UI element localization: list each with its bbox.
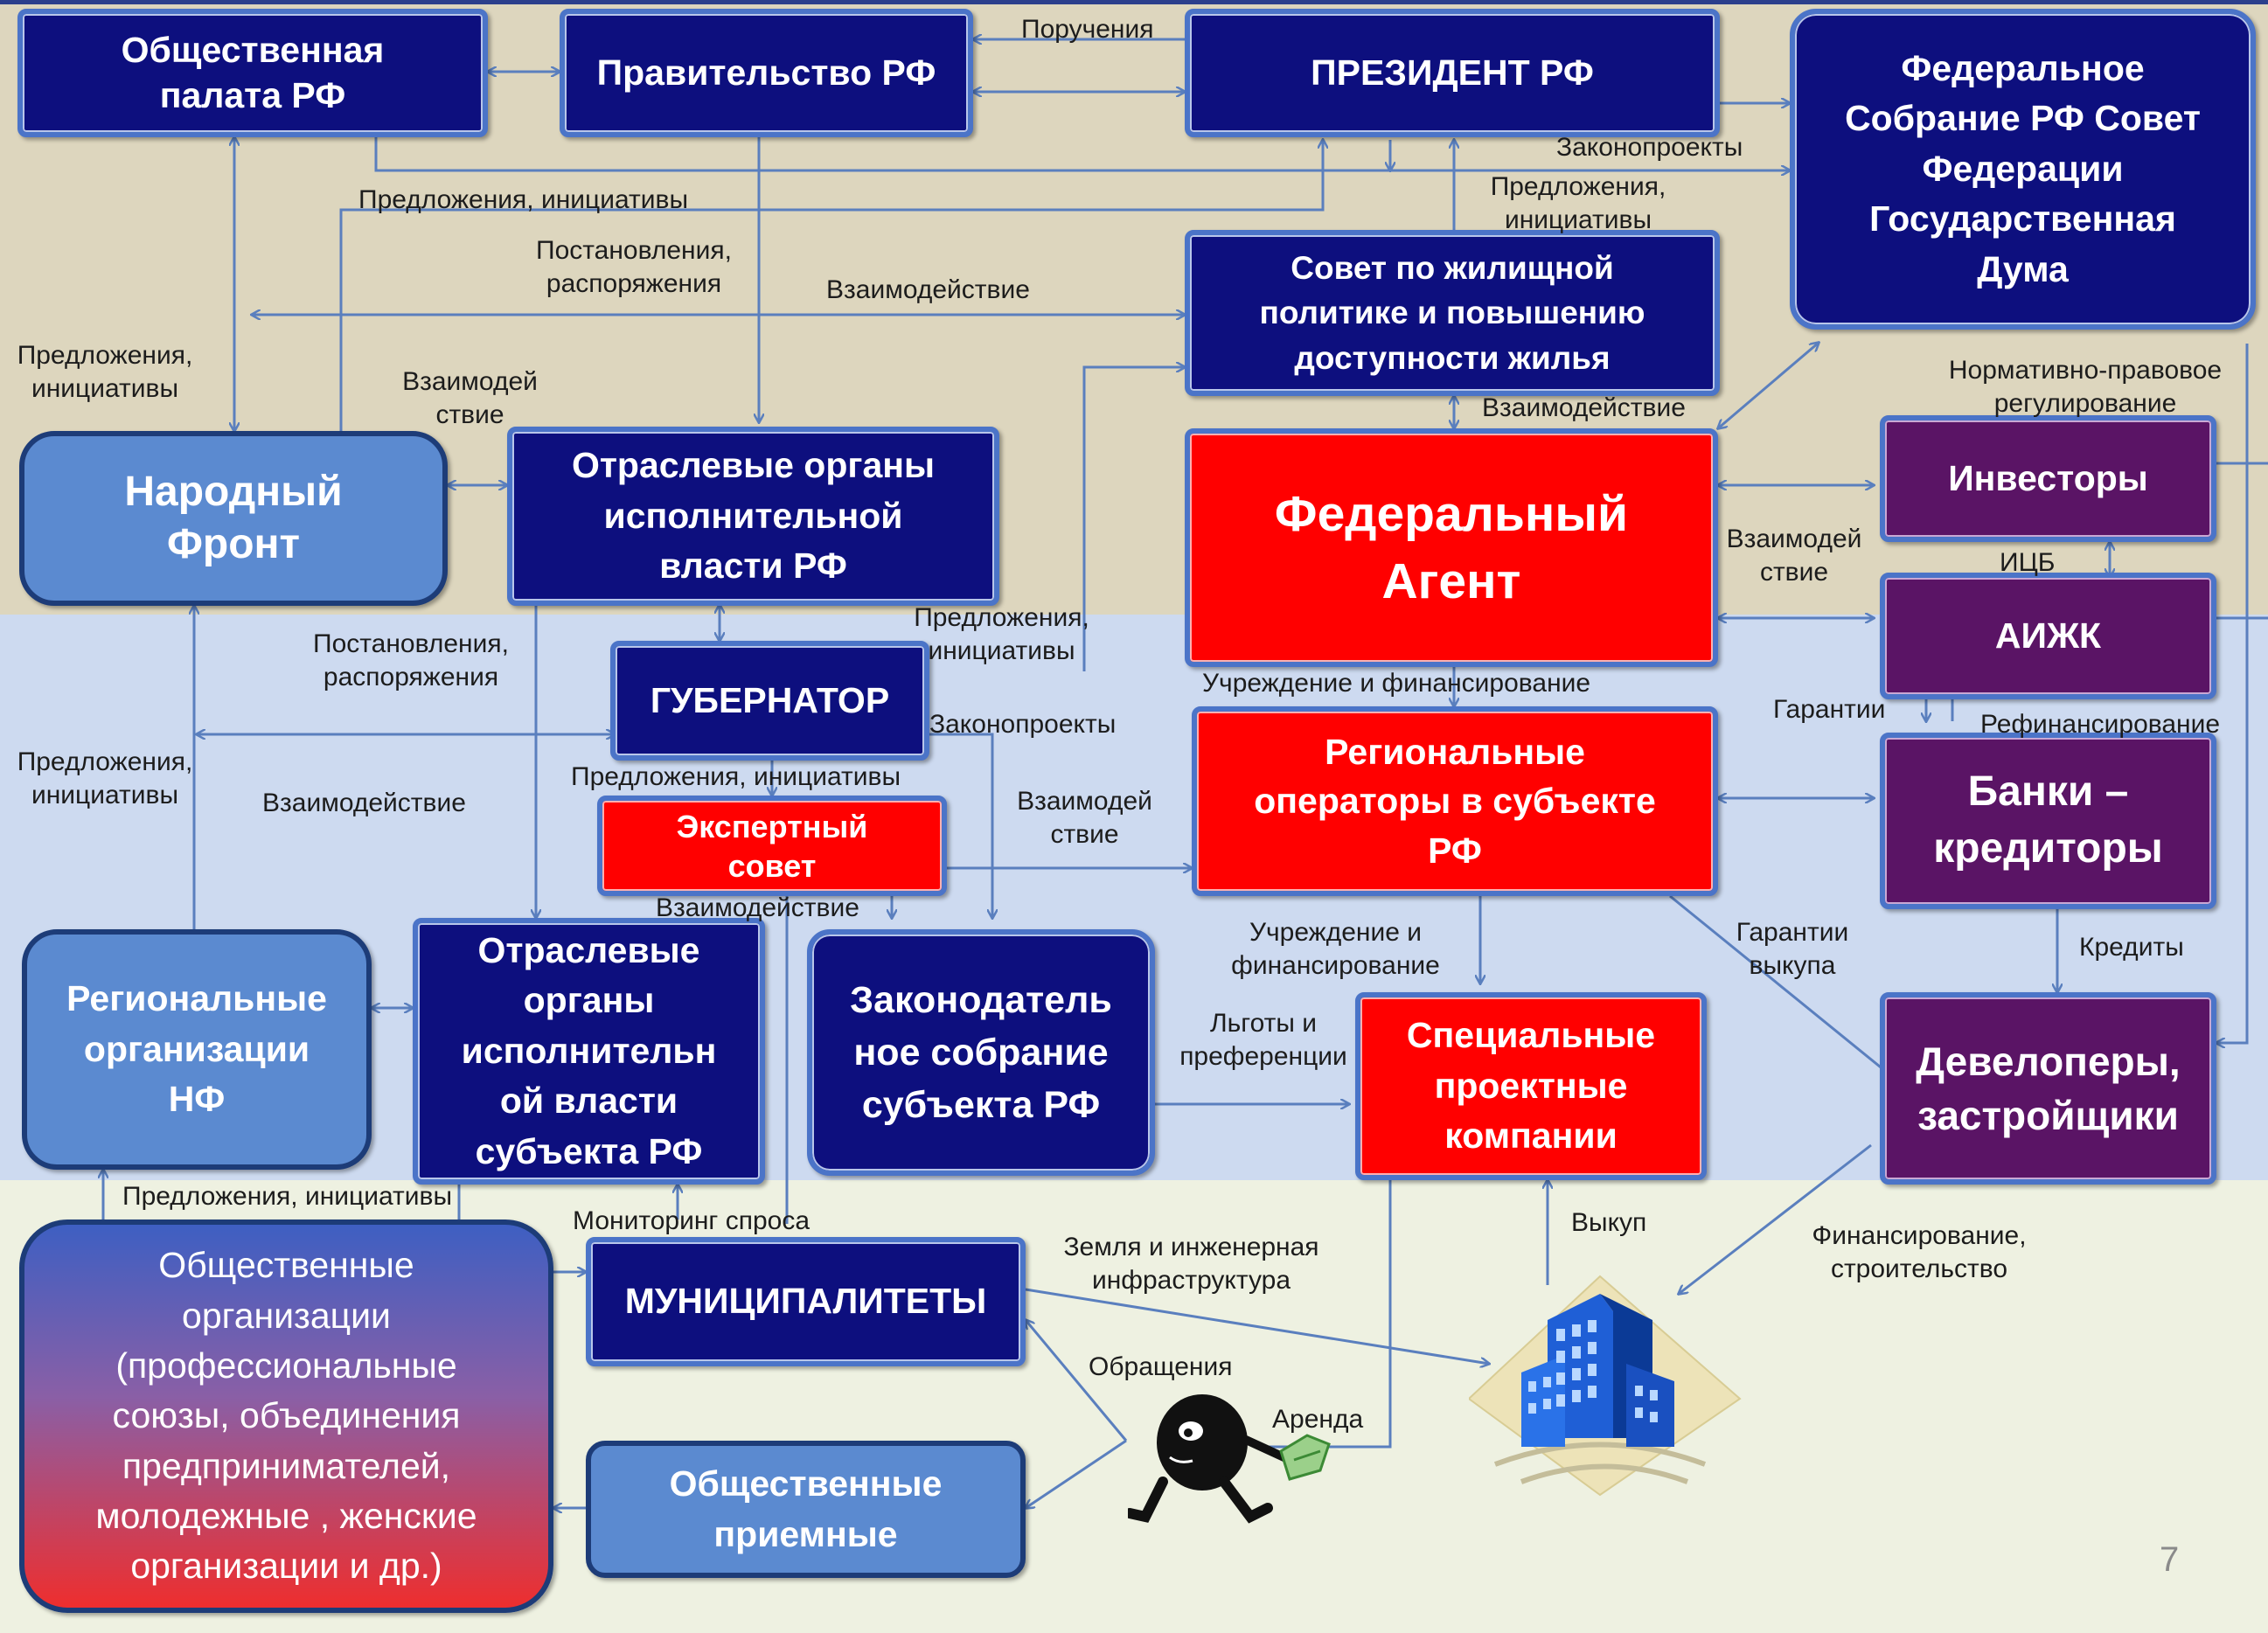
- label-vzaimodeystvie-split-mid: Взаимодей ствие: [1017, 787, 1152, 850]
- arrow-front-prezident: [339, 140, 1323, 433]
- label-zakonoproekty-top: Законопроекты: [1556, 133, 1743, 162]
- arrow-gubernator-zakonodatel: [929, 733, 992, 918]
- page-number: 7: [2160, 1540, 2180, 1579]
- label-uchrezhdenie-top: Учреждение и финансирование: [1202, 669, 1591, 698]
- otraslevye-organy-subekta-block: Отраслевые органы исполнительн ой власти…: [413, 918, 765, 1185]
- label-obrashcheniya: Обращения: [1089, 1352, 1233, 1381]
- spetsialnye-proektnye-block: Специальные проектные компании: [1355, 992, 1707, 1180]
- label-garantii-vykupa: Гарантии выкупа: [1736, 918, 1849, 981]
- label-normativno: Нормативно-правовое регулирование: [1948, 356, 2223, 419]
- label-refinansirovanie: Рефинансирование: [1980, 710, 2221, 739]
- obshchestvennye-priemnye-block: Общественные приемные: [586, 1441, 1026, 1578]
- arrow-otraslevye-sovet: [1082, 367, 1185, 671]
- label-garantii: Гарантии: [1773, 695, 1886, 724]
- aizhk-block: АИЖК: [1880, 573, 2216, 699]
- developery-block: Девелоперы, застройщики: [1880, 992, 2216, 1185]
- pravitelstvo-block: Правительство РФ: [560, 9, 973, 137]
- label-vzaimodeystvie-split-left: Взаимодей ствие: [402, 367, 538, 430]
- label-monitoring: Мониторинг спроса: [573, 1206, 810, 1235]
- label-predlozheniya-right: Предложения, инициативы: [1490, 172, 1666, 235]
- gubernator-block: ГУБЕРНАТОР: [610, 641, 929, 761]
- label-predlozheniya-top: Предложения, инициативы: [358, 185, 689, 214]
- buildings-icon: [1469, 1275, 1742, 1497]
- arrow-munitsipalitety-zemlya: [1025, 1288, 1489, 1364]
- arrow-operatory-developery: [1669, 894, 1917, 1097]
- regionalnye-operatory-block: Региональные операторы в субъекте РФ: [1192, 706, 1718, 896]
- obshchestvennye-organizatsii-block: Общественные организации (профессиональн…: [19, 1220, 553, 1613]
- ekspertny-sovet-block: Экспертный совет: [597, 796, 947, 896]
- label-predlozheniya-gub: Предложения, инициативы: [571, 762, 901, 791]
- running-man-icon: [1128, 1394, 1331, 1524]
- label-vzaimodeystvie-sovet: Взаимодействие: [1482, 393, 1686, 422]
- federalnoe-sobranie-block: Федеральное Собрание РФ Совет Федерации …: [1790, 9, 2256, 330]
- label-predlozheniya-left-top: Предложения, инициативы: [17, 341, 193, 404]
- sovet-zhilishchnaya-block: Совет по жилищной политике и повышению д…: [1185, 230, 1720, 396]
- label-vzaimodeystvie-split-right: Взаимодей ствие: [1726, 525, 1862, 587]
- label-zakonoproekty-mid: Законопроекты: [929, 710, 1117, 739]
- regionalnye-organizatsii-nf-block: Региональные организации НФ: [22, 929, 372, 1170]
- banki-kreditory-block: Банки – кредиторы: [1880, 733, 2216, 909]
- label-itsb: ИЦБ: [2000, 548, 2056, 577]
- label-vzaimodeystvie-top: Взаимодействие: [826, 275, 1030, 304]
- label-uchrezhdenie-mid: Учреждение и финансирование: [1231, 918, 1440, 981]
- arrow-obrashcheniya-priemnye: [1026, 1439, 1127, 1508]
- arrow-developery-buildings: [1679, 1143, 1872, 1294]
- label-vzaimodeystvie-ekspert: Взаимодействие: [656, 893, 859, 922]
- zakonodatelnoe-sobranie-block: Законодатель ное собрание субъекта РФ: [807, 929, 1155, 1176]
- label-predlozheniya-left-mid: Предложения, инициативы: [17, 747, 193, 810]
- label-zemlya: Земля и инженерная инфраструктура: [1063, 1233, 1319, 1296]
- label-vzaimodeystvie-left-mid: Взаимодействие: [262, 789, 466, 817]
- label-finansirovanie: Финансирование, строительство: [1812, 1221, 2027, 1284]
- federalny-agent-block: Федеральный Агент: [1185, 428, 1718, 667]
- narodny-front-block: Народный Фронт: [19, 431, 448, 606]
- label-predlozheniya-bottom: Предложения, инициативы: [122, 1182, 453, 1211]
- label-postanovleniya-mid: Постановления, распоряжения: [313, 629, 509, 692]
- prezident-block: ПРЕЗИДЕНТ РФ: [1185, 9, 1720, 137]
- label-porucheniya: Поручения: [1021, 15, 1154, 44]
- otraslevye-organy-rf-block: Отраслевые органы исполнительной власти …: [507, 427, 999, 606]
- arrow-sobranie-developery: [2216, 344, 2249, 1043]
- label-arenda: Аренда: [1272, 1405, 1364, 1434]
- investory-block: Инвесторы: [1880, 415, 2216, 542]
- top-rule: [0, 0, 2268, 4]
- label-postanovleniya-top: Постановления, распоряжения: [536, 236, 732, 299]
- arrow-agent-sobranie: [1718, 343, 1819, 428]
- label-lgoty: Льготы и преференции: [1179, 1009, 1347, 1072]
- label-predlozheniya-mid: Предложения, инициативы: [914, 603, 1089, 666]
- arrow-obrashcheniya-munitsipalitety: [1026, 1320, 1128, 1442]
- label-kredity: Кредиты: [2079, 933, 2184, 962]
- label-vykup: Выкуп: [1571, 1208, 1647, 1237]
- obshchestvennaya-palata-block: Общественная палата РФ: [17, 9, 488, 137]
- munitsipalitety-block: МУНИЦИПАЛИТЕТЫ: [586, 1237, 1026, 1366]
- arrow-palata-sobranie: [374, 136, 1790, 170]
